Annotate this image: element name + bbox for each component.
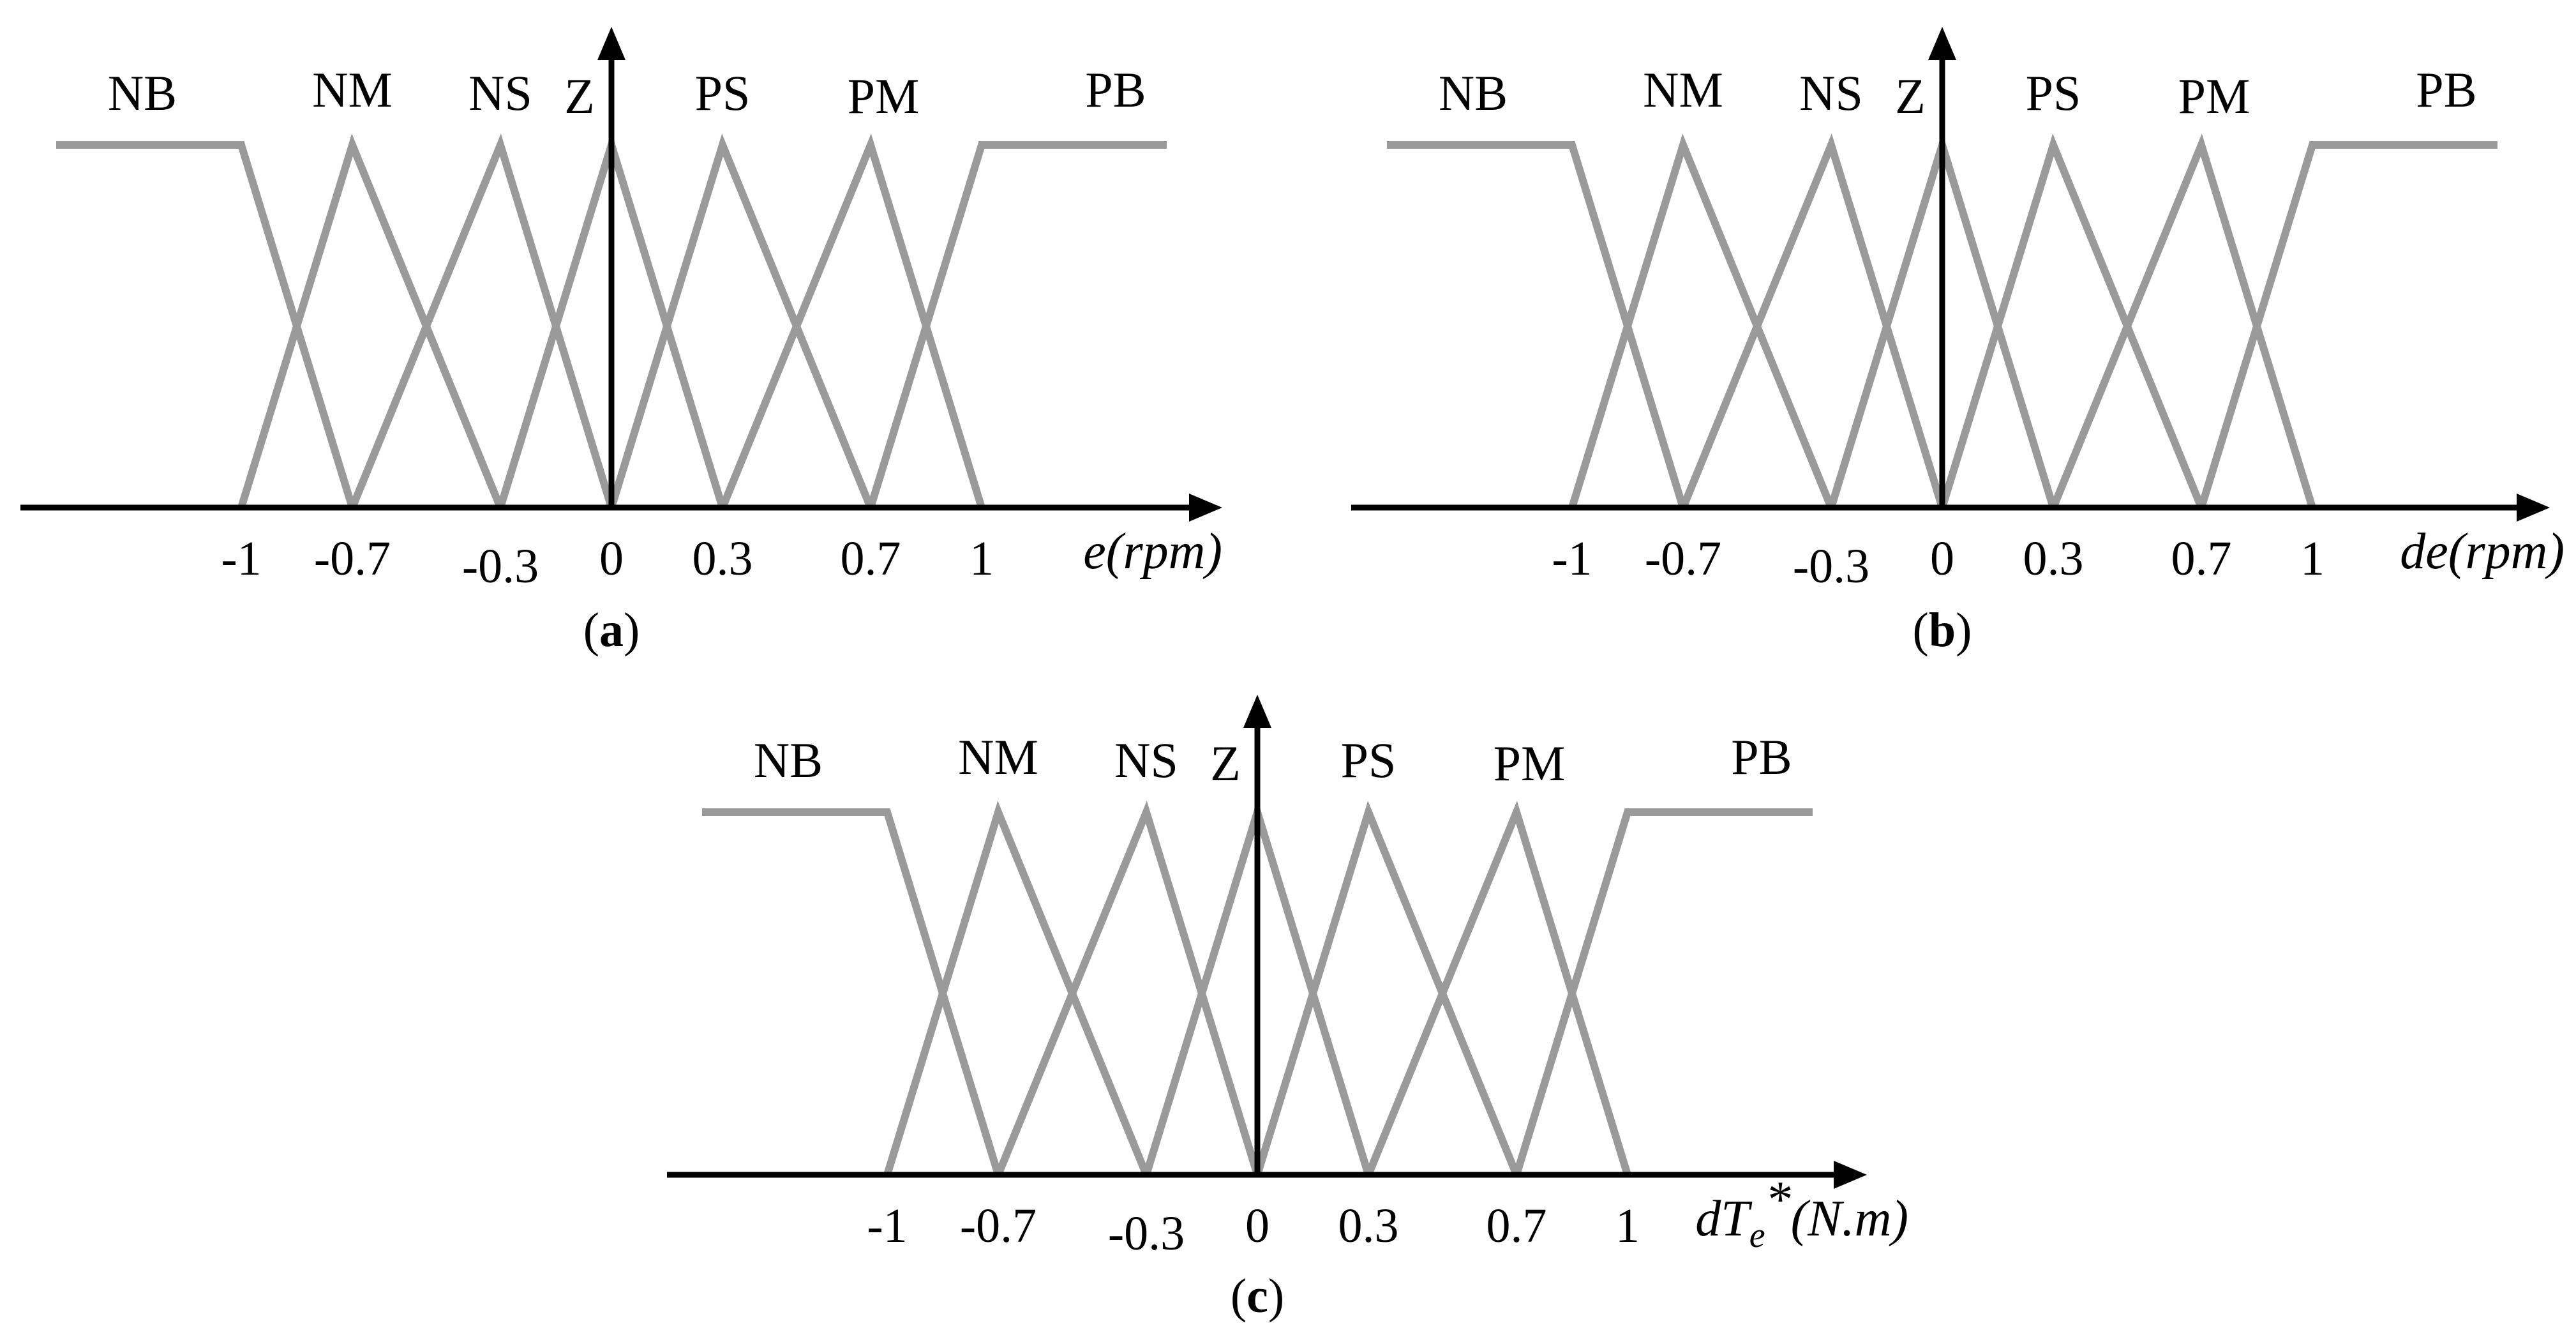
mf-ps-b [1938, 133, 2205, 510]
mf-pm-b [2049, 133, 2316, 510]
set-label-z: Z [1895, 68, 1926, 124]
mf-ns-a [348, 133, 615, 510]
set-label-pb: PB [1085, 62, 1146, 117]
x-axis-label: dTe*(N.m) [1695, 1172, 1908, 1255]
mf-pb-a [867, 141, 1167, 509]
mf-ps-c [1254, 801, 1520, 1177]
set-label-ns: NS [1114, 732, 1178, 788]
y-axis-arrow [597, 27, 625, 60]
set-label-pm: PM [2178, 68, 2250, 124]
set-label-z: Z [1210, 736, 1241, 791]
tick-label: 1 [1615, 1199, 1640, 1253]
tick-label: -0.7 [1645, 532, 1721, 585]
mf-nm-c [883, 801, 1150, 1177]
set-label-ps: PS [1341, 732, 1397, 788]
y-axis-arrow [1928, 27, 1956, 60]
tick-label: -1 [1552, 532, 1592, 585]
mf-nm-b [1568, 133, 1835, 510]
tick-label: 0.7 [1486, 1199, 1547, 1253]
tick-label: 0.7 [841, 532, 901, 585]
mf-pb-b [2198, 141, 2497, 509]
y-axis-arrow [1243, 695, 1271, 728]
x-axis-arrow [2517, 494, 2550, 522]
tick-label: 1 [970, 532, 994, 585]
set-label-ps: PS [2026, 65, 2081, 121]
x-axis-label: e(rpm) [1083, 524, 1222, 580]
mf-nb-a [56, 141, 356, 509]
set-label-z: Z [564, 68, 595, 124]
set-label-ns: NS [468, 65, 532, 121]
tick-label: -0.3 [1108, 1207, 1185, 1260]
panel-caption: (c) [1231, 1269, 1284, 1323]
mf-nb-c [702, 808, 1002, 1176]
set-label-pm: PM [848, 68, 920, 124]
tick-label: 0.3 [693, 532, 753, 585]
tick-label: -0.3 [1793, 540, 1869, 593]
tick-label: -1 [221, 532, 261, 585]
tick-label: 0 [599, 532, 624, 585]
set-label-pm: PM [1494, 736, 1566, 791]
tick-label: 0 [1930, 532, 1954, 585]
set-label-ps: PS [695, 65, 751, 121]
panel-c: NB NM NS Z PS PM PB -1 -0.7 -0.3 0 0.3 0.7 1 dTe*(N.m)… [667, 695, 1908, 1323]
mf-nb-b [1387, 141, 1687, 509]
panel-a: NB NM NS Z PS PM PB -1 -0.7 -0.3 0 0.3 0.7 1 e(rpm) (a) [20, 27, 1222, 657]
set-label-nm: NM [958, 729, 1038, 785]
mf-nm-a [237, 133, 504, 510]
mf-pm-c [1365, 801, 1631, 1177]
x-axis-arrow [1189, 494, 1222, 522]
x-axis-arrow [1834, 1161, 1867, 1189]
tick-label: -0.7 [960, 1199, 1037, 1253]
set-label-nm: NM [1643, 62, 1723, 117]
mf-ps-a [608, 133, 874, 510]
set-label-nb: NB [754, 732, 823, 788]
set-label-pb: PB [2416, 62, 2476, 117]
mf-pm-a [719, 133, 985, 510]
tick-label: 0 [1245, 1199, 1269, 1253]
set-label-pb: PB [1731, 729, 1792, 785]
tick-label: 1 [2300, 532, 2325, 585]
tick-label: -0.7 [314, 532, 391, 585]
set-label-nb: NB [108, 65, 177, 121]
set-label-nb: NB [1439, 65, 1508, 121]
tick-label: -0.3 [462, 540, 539, 593]
panel-caption: (b) [1913, 603, 1972, 657]
tick-label: 0.3 [2023, 532, 2084, 585]
x-axis-label: de(rpm) [2400, 524, 2565, 580]
mf-ns-c [994, 801, 1261, 1177]
panel-b: NB NM NS Z PS PM PB -1 -0.7 -0.3 0 0.3 0.7 1 de(rpm) (b… [1351, 27, 2565, 657]
set-label-nm: NM [312, 62, 393, 117]
panel-caption: (a) [583, 603, 640, 657]
tick-label: 0.3 [1338, 1199, 1399, 1253]
mf-ns-b [1679, 133, 1946, 510]
set-label-ns: NS [1799, 65, 1863, 121]
mf-pb-c [1513, 808, 1813, 1176]
tick-label: 0.7 [2171, 532, 2232, 585]
tick-label: -1 [867, 1199, 907, 1253]
